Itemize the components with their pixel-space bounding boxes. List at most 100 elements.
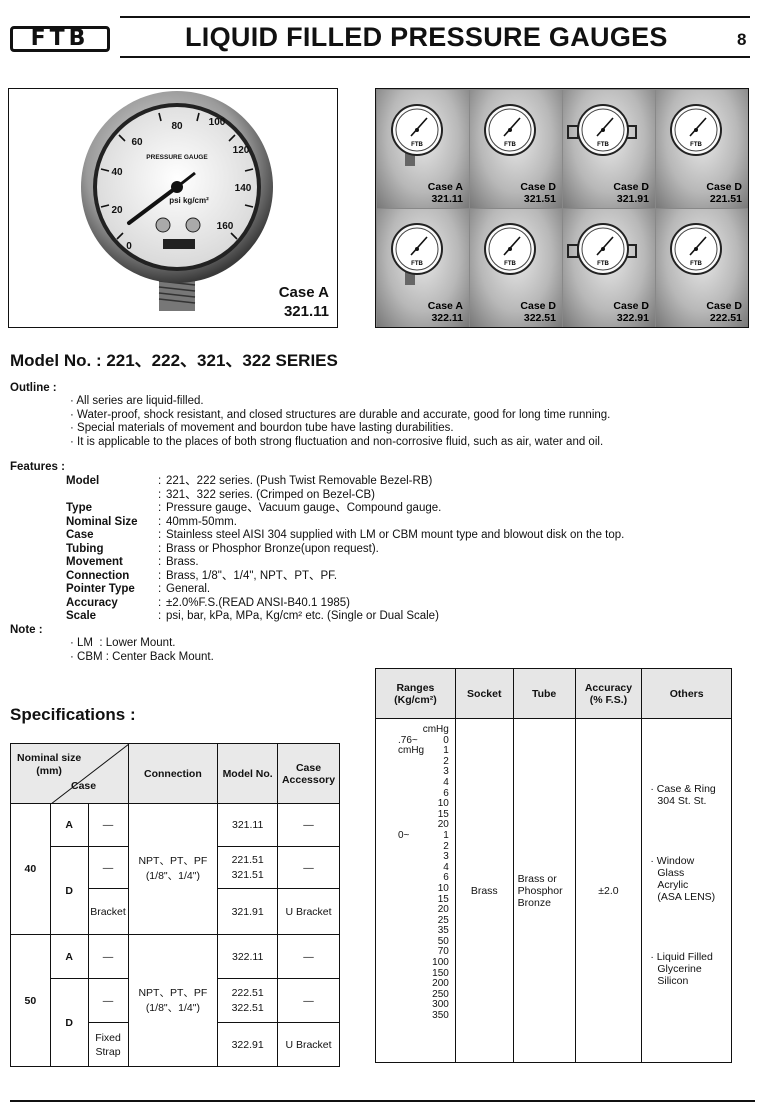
features-list: Model:221、222 series. (Push Twist Remova… [66, 475, 624, 624]
accessory-type-cell: — [87, 803, 129, 847]
photo-caption: Case A 321.11 [279, 283, 329, 321]
range-value: 35 [437, 925, 449, 937]
range-value: 4 [443, 776, 449, 788]
header-model-no: Model No. [217, 743, 279, 804]
range-value: 4 [443, 861, 449, 873]
accessory-cell: — [277, 803, 340, 847]
range-value: 2 [443, 840, 449, 852]
dial-label: PRESSURE GAUGE [146, 154, 208, 161]
accessory-type-cell: — [87, 978, 129, 1023]
range-value: 15 [437, 808, 449, 820]
others-item: · Liquid Filled [650, 951, 713, 963]
accuracy-cell: ±2.0 [574, 718, 643, 1063]
gauge-thumb-icon: FTB [391, 223, 443, 285]
accessory-cell: U Bracket [277, 888, 340, 935]
feature-key: Tubing [66, 542, 104, 555]
feature-colon: : [158, 569, 162, 582]
feature-colon: : [158, 515, 162, 528]
range-value: 2 [443, 755, 449, 767]
range-value: 3 [443, 766, 449, 778]
thumb-brand: FTB [597, 142, 609, 148]
connection-line1: NPT、PT、PF [138, 855, 208, 867]
feature-value: psi, bar, kPa, MPa, Kg/cm² etc. (Single … [166, 610, 439, 622]
feature-row: Model:221、222 series. (Push Twist Remova… [66, 475, 624, 489]
page-number: 8 [737, 30, 747, 49]
gauge-thumb-icon: FTB [567, 104, 637, 156]
dial-tick-40: 40 [111, 167, 123, 178]
range-zero-tilde: 0~ [398, 829, 410, 841]
feature-row: :321、322 series. (Crimped on Bezel-CB) [66, 489, 624, 503]
range-vac-0: 0 [443, 734, 449, 746]
accessory-cell: — [277, 934, 340, 979]
model-no-cell: 321.91 [217, 888, 279, 935]
others-item: Glass [657, 867, 685, 879]
thumb-code: 321.51 [523, 193, 556, 205]
header-socket: Socket [454, 668, 514, 719]
others-cell: · Case & Ring 304 St. St. · Window Glass… [641, 718, 732, 1063]
dial-tick-20: 20 [111, 205, 123, 216]
others-item: Acrylic [657, 879, 689, 891]
table-row: Fixed Strap 322.91 U Bracket [11, 1022, 340, 1067]
others-item: Silicon [657, 975, 689, 987]
model-no-line: 221.51 [231, 853, 264, 866]
outline-item: · It is applicable to the places of both… [70, 435, 604, 448]
connection-cell: NPT、PT、PF (1/8"、1/4") [127, 934, 219, 1067]
feature-value: 40mm-50mm. [166, 515, 237, 528]
header-rule-top [120, 16, 750, 18]
feature-colon: : [158, 596, 162, 609]
outline-list: · All series are liquid-filled. · Water-… [70, 395, 610, 449]
feature-colon: : [158, 475, 162, 487]
tube-cell: Brass or Phosphor Bronze [512, 718, 576, 1063]
feature-key: Connection [66, 569, 130, 582]
header-others: Others [641, 668, 732, 719]
feature-colon: : [158, 488, 162, 501]
feature-colon: : [158, 502, 162, 514]
feature-row: Scale:psi, bar, kPa, MPa, Kg/cm² etc. (S… [66, 610, 624, 624]
model-no-cell: 322.11 [217, 934, 279, 979]
size-cell: 50 [10, 934, 51, 1067]
note-item-cbm: · CBM : Center Back Mount. [70, 650, 214, 663]
thumb-case: Case D [613, 300, 649, 312]
thumb-case: Case D [520, 300, 556, 312]
feature-row: Accuracy:±2.0%F.S.(READ ANSI-B40.1 1985) [66, 597, 624, 611]
thumb-code: 322.51 [523, 312, 556, 324]
thumb-code: 222.51 [709, 312, 742, 324]
range-value: 10 [437, 882, 449, 894]
feature-key: Nominal Size [66, 515, 138, 528]
range-value: 6 [443, 872, 449, 884]
feature-colon: : [158, 583, 162, 595]
thumb-code: 321.11 [431, 193, 463, 205]
accessory-type-cell: — [87, 934, 129, 979]
range-value: 1 [443, 829, 449, 841]
feature-key: Movement [66, 556, 123, 568]
range-value: 10 [437, 798, 449, 810]
dial-tick-80: 80 [171, 121, 183, 132]
connection-line1: NPT、PT、PF [138, 986, 208, 999]
feature-key: Case [66, 529, 94, 541]
gauge-thumb-icon: FTB [484, 104, 536, 156]
logo-text: FTB [30, 26, 90, 51]
range-value: 15 [437, 893, 449, 905]
model-no-cell: 321.11 [217, 803, 279, 847]
range-value: 3 [443, 851, 449, 863]
feature-value: Stainless steel AISI 304 supplied with L… [166, 529, 625, 541]
case-cell: D [49, 846, 89, 935]
feature-value: 321、322 series. (Crimped on Bezel-CB) [166, 488, 376, 501]
thumb-brand: FTB [690, 261, 702, 267]
feature-value: Brass. [166, 556, 199, 568]
thumb-code: 221.51 [709, 193, 742, 205]
thumb-code: 321.91 [616, 193, 649, 205]
dial-tick-120: 120 [233, 145, 250, 156]
feature-row: Case:Stainless steel AISI 304 supplied w… [66, 529, 624, 543]
specifications-title: Specifications : [10, 705, 136, 724]
feature-key: Type [66, 502, 92, 514]
thumb-case: Case A [427, 181, 463, 193]
others-item: Glycerine [657, 963, 702, 975]
